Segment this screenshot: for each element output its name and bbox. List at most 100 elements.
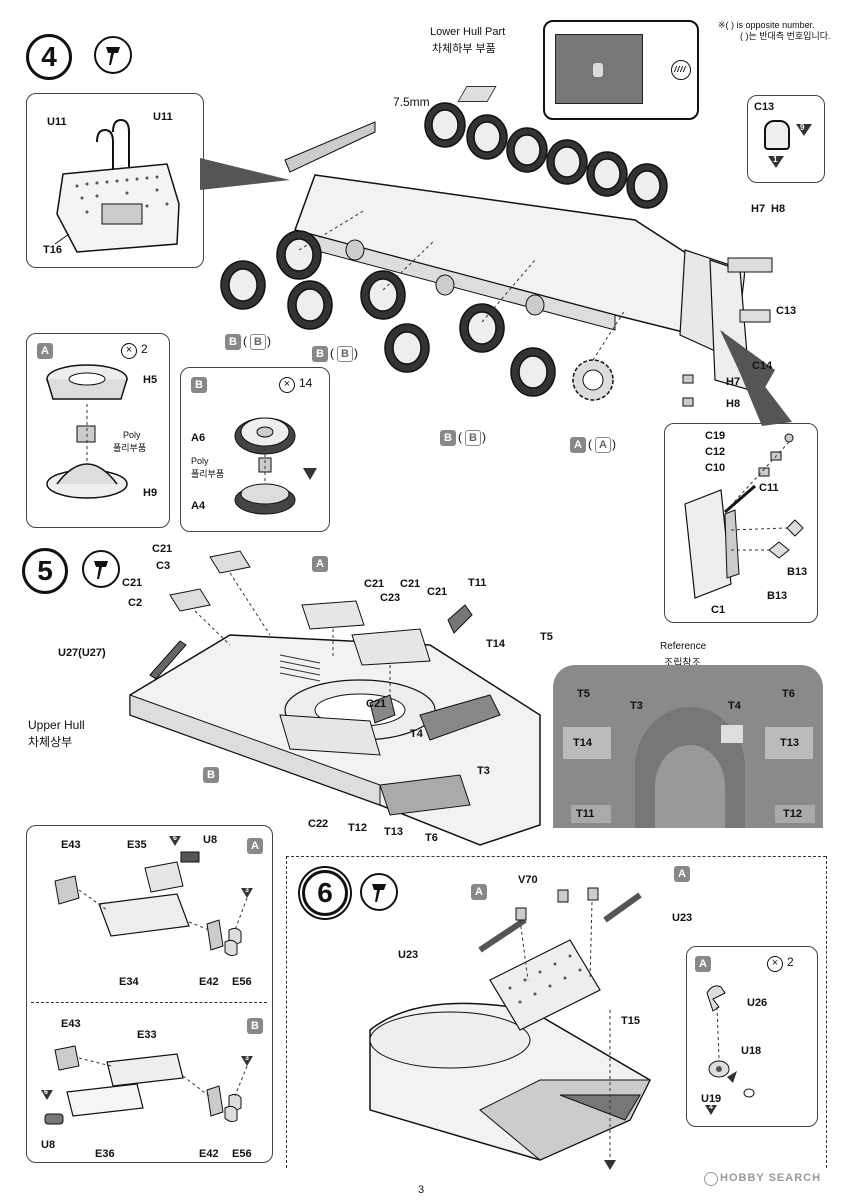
t5-label: T5 — [540, 631, 553, 643]
e43-label-a: E43 — [61, 839, 81, 851]
step6-drawing — [369, 887, 651, 1170]
t3-label: T3 — [477, 765, 490, 777]
c2-label: C2 — [128, 597, 143, 609]
c21-label-a: C21 — [152, 543, 173, 555]
t16-label: T16 — [43, 244, 62, 256]
sub-a-count-value: 2 — [141, 342, 148, 356]
sub-a-tag: A — [37, 343, 53, 359]
cement-icon — [82, 550, 120, 588]
e36-label: E36 — [95, 1148, 115, 1160]
rear-detail-drawing — [684, 433, 804, 599]
sprocket-drawing — [46, 364, 128, 499]
sub-assembly-a-panel: A ×2 H5 Poly 폴리부품 H9 — [26, 333, 170, 528]
cement-bottle-icon — [372, 884, 386, 902]
ref-t4-label: T4 — [728, 700, 741, 712]
e35-label: E35 — [127, 839, 147, 851]
b-tag-opposite: B — [337, 346, 353, 362]
step6-sub-panel: A ×2 U26 U18 U19 4 — [686, 946, 818, 1127]
a6-label: A6 — [191, 432, 206, 444]
b-tag: B — [203, 767, 219, 783]
cement-icon — [360, 873, 398, 911]
u27-label: U27(U27) — [58, 647, 106, 659]
u8-label-a: U8 — [203, 834, 218, 846]
sub-assembly-b-panel: B ×14 A6 Poly 폴리부품 A4 — [180, 367, 330, 532]
c13-badge-number-2: 1 — [773, 155, 778, 164]
h5-label: H5 — [143, 374, 158, 386]
reference-label-kr: 조립참조 — [664, 658, 701, 669]
lower-hull-drawing — [220, 102, 745, 401]
u23-right-label: U23 — [672, 912, 693, 924]
b-tag: B — [440, 430, 456, 446]
c13-triangle-badge-2 — [768, 156, 784, 168]
c13-label: C13 — [776, 305, 797, 317]
ref-t3-label: T3 — [630, 700, 643, 712]
upper-hull-drawing — [129, 550, 541, 846]
sub-b-count-value: 14 — [299, 376, 313, 390]
sub-b-count: ×14 — [279, 376, 312, 393]
u11-left-label: U11 — [47, 116, 67, 128]
photo-detail — [593, 63, 603, 77]
c22-label: C22 — [308, 818, 329, 830]
c13-part — [764, 120, 790, 150]
sub-e-panel: A E43 E35 6 U8 3 E34 E42 E56 B E43 E33 6… — [26, 825, 273, 1163]
u18-label: U18 — [741, 1045, 762, 1057]
photo-inset — [543, 20, 699, 120]
opposite-number-note: ※( ) is opposite number. ( )는 반대측 번호입니다. — [718, 20, 831, 42]
sub-a-count: ×2 — [121, 342, 148, 359]
watermark-logo-icon — [704, 1172, 718, 1186]
c21-label-c: C21 — [364, 578, 385, 590]
paren-close: ) — [482, 430, 486, 444]
sub-e-a-tag: A — [247, 838, 263, 854]
step-5-number: 5 — [22, 548, 68, 594]
b-tag-opposite: B — [465, 430, 481, 446]
cement-bottle-icon — [94, 561, 108, 579]
a-tag-left: A — [471, 884, 487, 900]
poly-label-en: Poly — [191, 456, 209, 466]
watermark-text: HOBBY SEARCH — [720, 1172, 822, 1184]
turret-ring-inner — [655, 745, 725, 828]
e42-label-b: E42 — [199, 1148, 219, 1160]
t12-label: T12 — [348, 822, 367, 834]
c21-label-e: C21 — [427, 586, 448, 598]
section-divider — [31, 1002, 267, 1003]
e34-label: E34 — [119, 976, 139, 988]
v70-label: V70 — [518, 874, 538, 886]
sub-e-b-drawing — [41, 1045, 253, 1125]
paren-open: ( — [243, 334, 247, 348]
lower-hull-label-kr: 차체하부 부품 — [432, 43, 496, 55]
b13-label-a: B13 — [787, 566, 808, 578]
poly-label-kr: 폴리부품 — [113, 443, 147, 453]
step6-sub-tag: A — [695, 956, 711, 972]
c11-label: C11 — [759, 482, 779, 494]
paren-open: ( — [330, 346, 334, 360]
paren-close: ) — [354, 346, 358, 360]
ref-t12-block — [775, 805, 815, 823]
a-tag-opposite: A — [595, 437, 611, 453]
step-4-number: 4 — [26, 34, 72, 80]
ref-t12-label: T12 — [783, 808, 802, 820]
sub-e-b-tag: B — [247, 1018, 263, 1034]
step6-sub-count-value: 2 — [787, 955, 794, 969]
paren-open: ( — [588, 437, 592, 451]
step6-border-left — [286, 856, 287, 1168]
c13-panel-label: C13 — [754, 101, 775, 113]
u11-right-label: U11 — [153, 111, 173, 123]
step6-border-right — [826, 856, 827, 1168]
step6-border-top — [286, 856, 826, 857]
u19-badge: 4 — [709, 1104, 713, 1111]
c19-label: C19 — [705, 430, 726, 442]
lower-hull-label-en: Lower Hull Part — [430, 26, 506, 38]
ref-t14-block — [563, 727, 611, 759]
upper-hull-label-en: Upper Hull — [28, 718, 85, 732]
e56-label-b: E56 — [232, 1148, 252, 1160]
h7-top-label: H7 — [751, 203, 766, 215]
e33-label: E33 — [137, 1029, 157, 1041]
h9-label: H9 — [143, 487, 158, 499]
b13-label-b: B13 — [767, 590, 788, 602]
ref-t5-label: T5 — [577, 688, 590, 700]
paren-close: ) — [612, 437, 616, 451]
t13-label: T13 — [384, 826, 403, 838]
cement-icon — [94, 36, 132, 74]
c1-label: C1 — [711, 604, 726, 616]
e56-badge-b: 3 — [245, 1055, 249, 1062]
